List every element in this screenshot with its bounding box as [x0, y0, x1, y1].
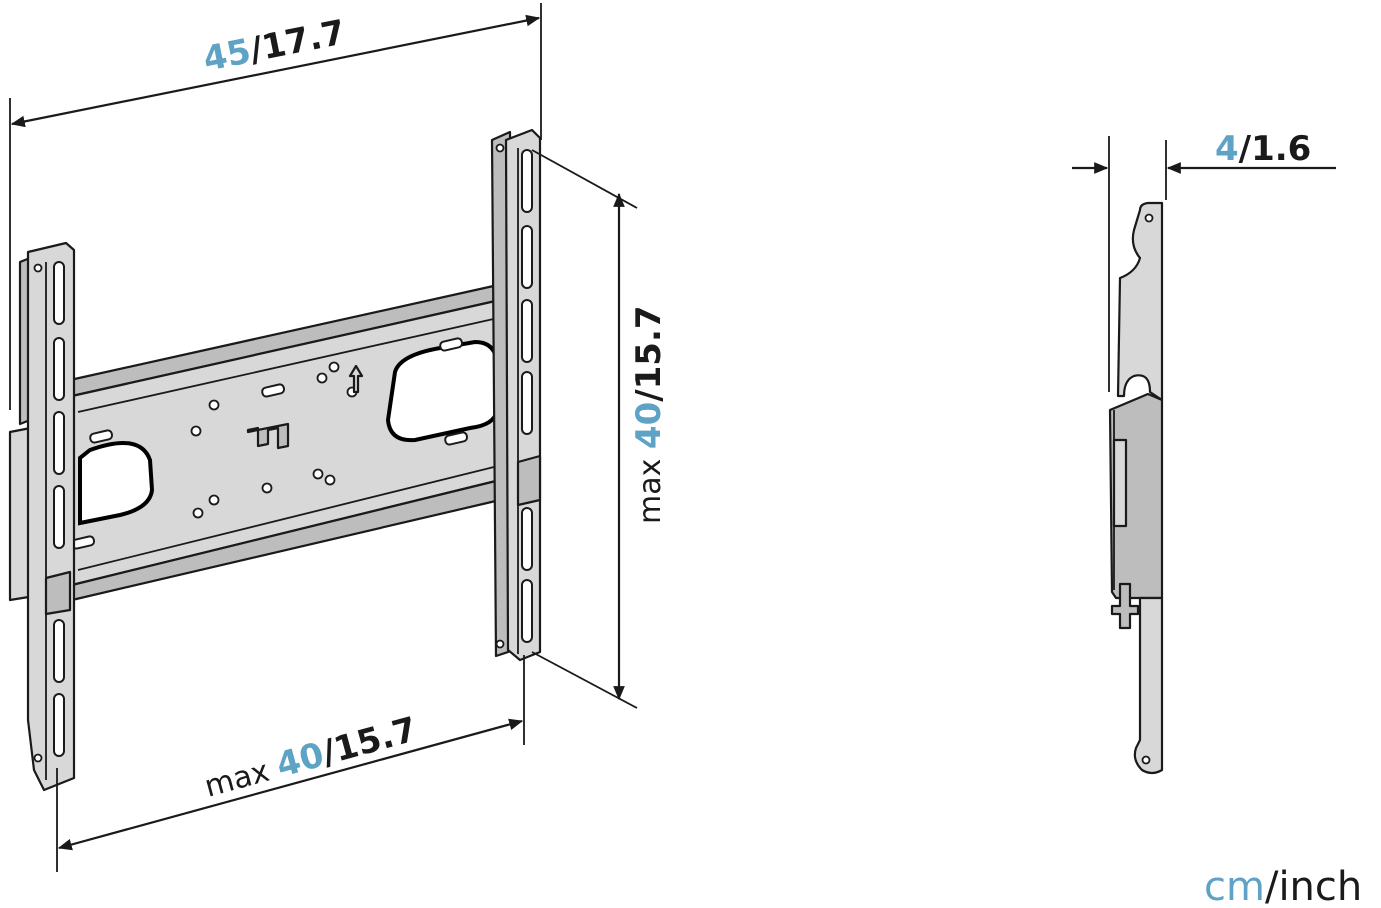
vertical-spacing-prefix: max [633, 449, 668, 524]
units-metric: cm [1204, 864, 1265, 908]
plate-cutout-left [78, 441, 155, 526]
dimension-top-width: 45/17.7 [9, 3, 542, 410]
top-width-imperial: /17.7 [246, 12, 348, 70]
units-label: cm/inch [1204, 864, 1362, 908]
right-arm [490, 128, 542, 662]
bottom-spacing-prefix: max [201, 751, 282, 805]
svg-text:max 40/15.7: max 40/15.7 [629, 305, 669, 524]
top-width-metric: 45 [200, 31, 254, 79]
dimension-bottom-spacing: max 40/15.7 [56, 655, 525, 872]
depth-imperial: /1.6 [1239, 129, 1312, 169]
wall-plate [8, 283, 502, 602]
svg-text:45/17.7: 45/17.7 [200, 12, 349, 79]
dimension-vertical-spacing: max 40/15.7 [531, 149, 669, 709]
vertical-spacing-metric: 40 [629, 402, 669, 449]
units-imperial: /inch [1265, 864, 1362, 908]
side-view-profile [1108, 201, 1164, 775]
depth-metric: 4 [1215, 129, 1239, 169]
dimension-depth: 4/1.6 [1072, 129, 1336, 392]
left-arm [18, 241, 76, 792]
vertical-spacing-imperial: /15.7 [629, 305, 669, 401]
svg-text:4/1.6: 4/1.6 [1215, 129, 1311, 169]
